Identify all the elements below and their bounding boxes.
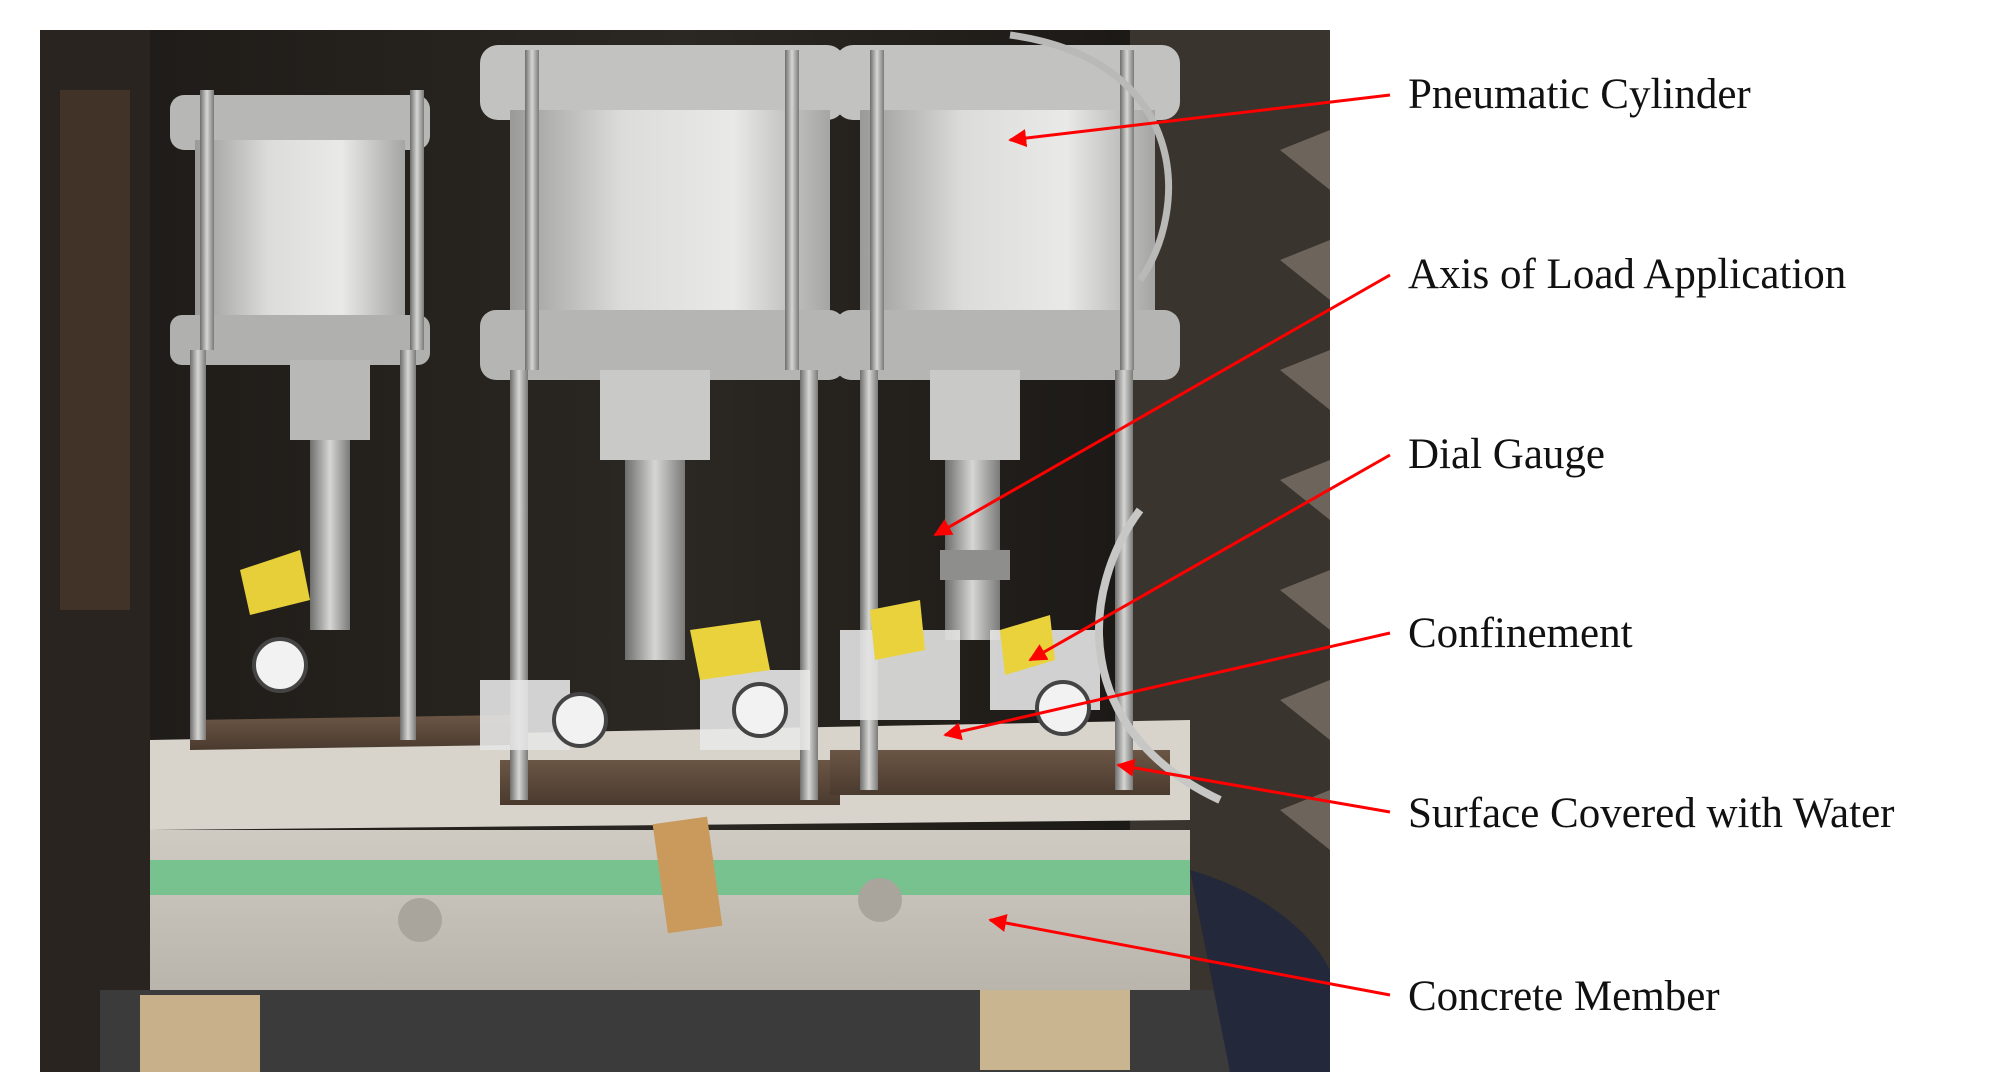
label-axis-of-load-application: Axis of Load Application [1408, 251, 1847, 298]
label-surface-covered-with-water: Surface Covered with Water [1408, 790, 1895, 837]
label-confinement: Confinement [1408, 610, 1633, 657]
label-pneumatic-cylinder: Pneumatic Cylinder [1408, 71, 1751, 118]
test-setup-photo [40, 30, 1330, 1072]
label-concrete-member: Concrete Member [1408, 973, 1720, 1020]
label-dial-gauge: Dial Gauge [1408, 431, 1606, 478]
